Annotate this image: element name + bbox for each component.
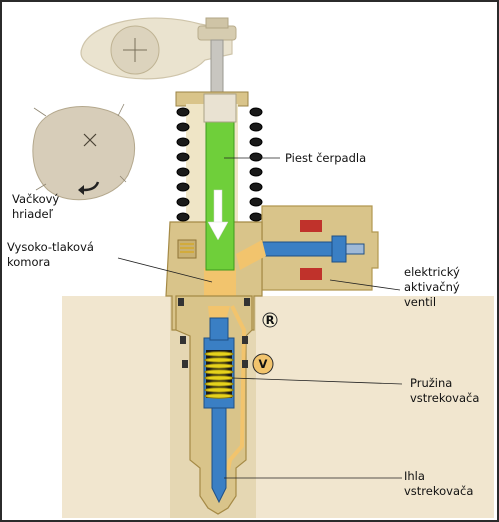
spring-coil <box>176 107 190 117</box>
spring-coil <box>249 167 263 177</box>
spring-coil <box>249 137 263 147</box>
spring-coils-left <box>176 107 190 222</box>
spring-coil <box>176 122 190 132</box>
spring-coil <box>204 375 234 381</box>
down-arrow-icon <box>207 189 229 241</box>
spring-coil <box>204 363 234 369</box>
seals <box>178 298 250 368</box>
spring-coil <box>176 167 190 177</box>
spring-coil <box>204 393 234 399</box>
svg-text:V: V <box>259 357 268 371</box>
engine-block <box>62 296 494 518</box>
spring-coil <box>249 122 263 132</box>
leader-lines <box>117 157 403 479</box>
camshaft <box>32 103 136 201</box>
curved-arrow-icon <box>83 181 100 192</box>
spring-coils-right <box>249 107 263 222</box>
spring-coil <box>204 381 234 387</box>
pump-piston-label: Piest čerpadla <box>285 151 366 165</box>
spring-coil <box>249 152 263 162</box>
spring-coil <box>176 137 190 147</box>
spring-coil <box>204 357 234 363</box>
spring-coil <box>176 212 190 222</box>
spring-coil <box>204 369 234 375</box>
spring-coil <box>249 182 263 192</box>
pump-piston <box>203 93 237 271</box>
rocker-arm <box>80 17 237 93</box>
spring-coil <box>176 152 190 162</box>
injector-needle <box>209 317 229 504</box>
spring-coil <box>204 387 234 393</box>
spring-coil <box>249 107 263 117</box>
spring-coil <box>176 182 190 192</box>
injector-spring-coils <box>204 351 234 399</box>
spring-coil <box>204 351 234 357</box>
spring-coil <box>249 197 263 207</box>
spring-coil <box>176 197 190 207</box>
svg-text:R: R <box>266 313 275 327</box>
supply-badge: V <box>252 353 274 375</box>
spring-coil <box>249 212 263 222</box>
return-badge: R <box>262 312 278 328</box>
